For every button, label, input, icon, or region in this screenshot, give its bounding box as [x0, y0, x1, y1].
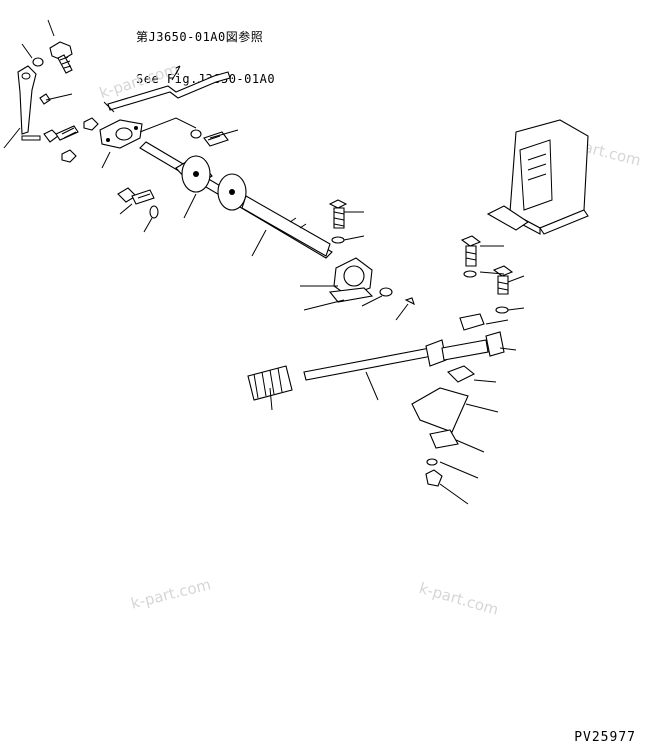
- bolt-right-1: [462, 236, 480, 266]
- pin-top-left: [40, 94, 50, 104]
- bolt-small-left: [44, 126, 78, 142]
- lower-rod: [304, 332, 504, 380]
- bolt-top-left: [50, 42, 72, 73]
- washer-lower: [427, 459, 437, 465]
- control-console: [488, 120, 588, 234]
- leader: [140, 118, 196, 132]
- washer-right-2: [496, 307, 508, 313]
- bolt-flange: [191, 130, 228, 146]
- clip: [448, 366, 474, 382]
- bolt-right-2: [494, 266, 512, 294]
- cover-plate: [412, 388, 468, 432]
- main-shaft: [140, 142, 332, 258]
- washer-center: [332, 237, 344, 243]
- nut-left: [62, 150, 76, 162]
- bolt-mid-left: [118, 188, 154, 204]
- washer-right-1: [464, 271, 476, 277]
- washer-mid-left: [150, 206, 158, 218]
- nut-upper: [84, 118, 98, 130]
- lever-arm-left: [18, 66, 40, 140]
- washer-right-center: [380, 288, 392, 296]
- pin-center: [406, 298, 414, 304]
- link-rod-upper: [104, 72, 230, 112]
- drawing-code: PV25977: [574, 730, 636, 745]
- spring-boot: [248, 366, 292, 400]
- nut-lower: [426, 470, 442, 486]
- washer-top-left: [33, 58, 43, 66]
- bolt-center: [330, 200, 346, 228]
- reference-note-japanese: 第J3650-01A0図参照: [136, 30, 264, 44]
- pillow-block: [330, 258, 372, 302]
- bracket-lower: [430, 430, 458, 448]
- bracket-small: [460, 314, 484, 330]
- flange-bearing: [100, 120, 142, 148]
- leader-lines: [4, 20, 524, 504]
